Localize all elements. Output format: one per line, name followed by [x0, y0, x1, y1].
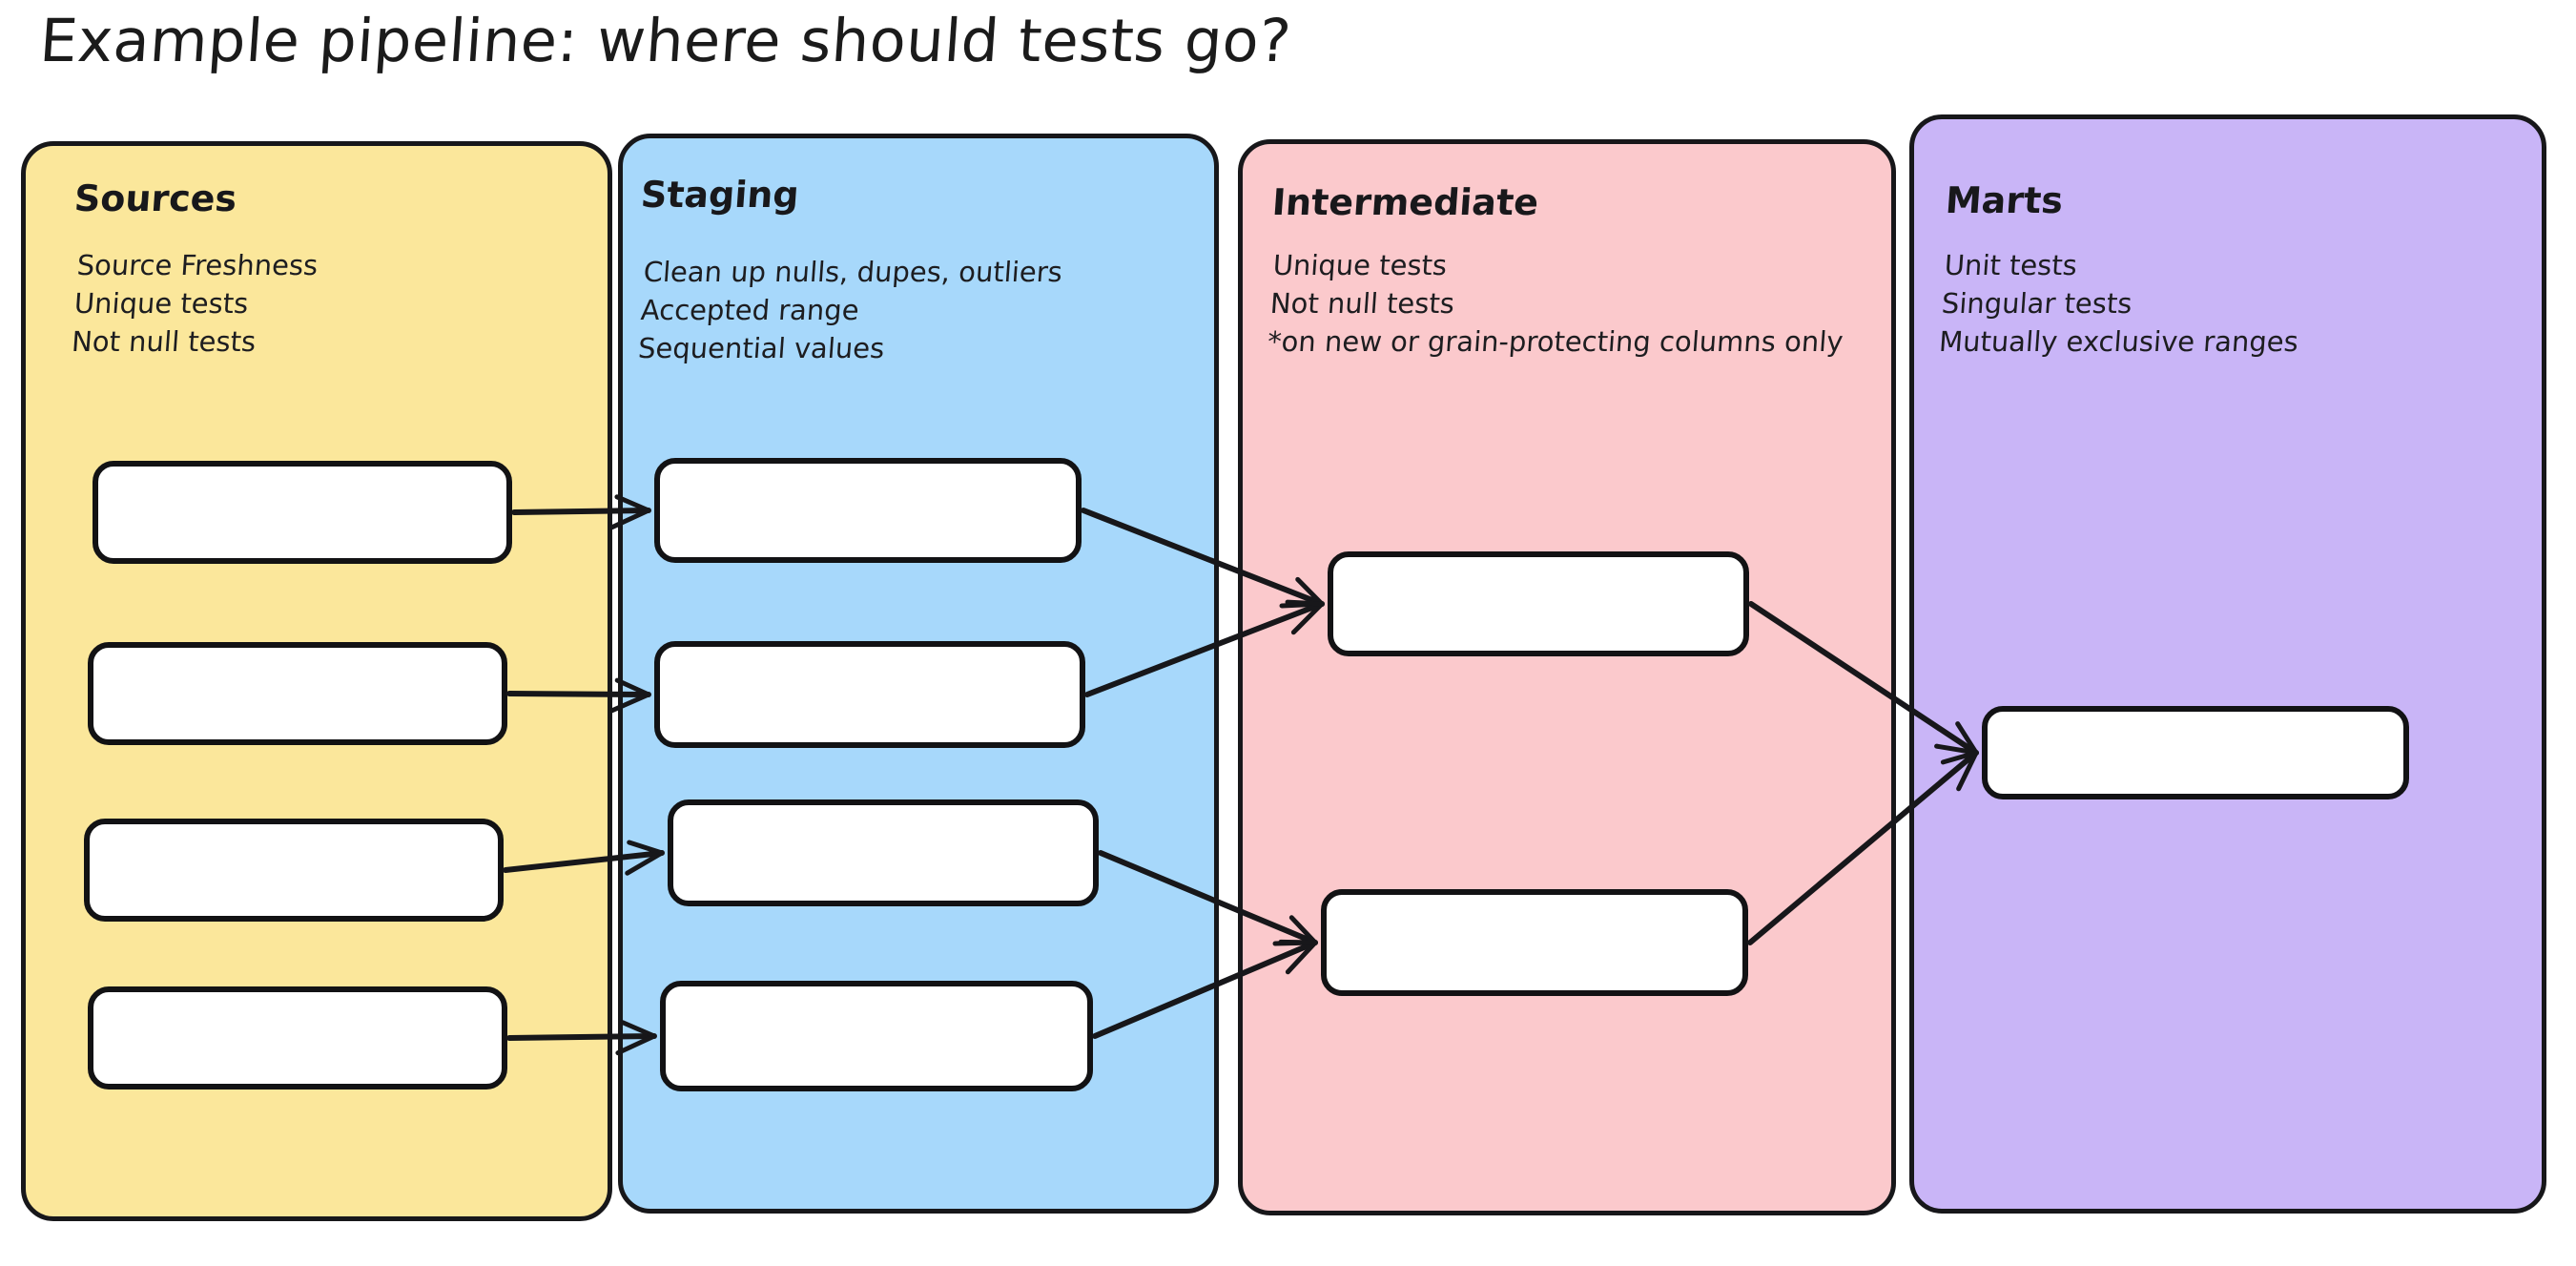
swimlane-test-line: Clean up nulls, dupes, outliers	[642, 256, 1064, 288]
swimlane-test-line: Singular tests	[1940, 287, 2133, 320]
swimlane-test-line: Accepted range	[639, 294, 860, 326]
swimlane-title-sources: Sources	[72, 177, 238, 219]
swimlane-title-marts: Marts	[1944, 179, 2065, 221]
model-node[interactable]	[654, 641, 1085, 748]
swimlane-test-line: *on new or grain-protecting columns only	[1267, 325, 1844, 358]
model-node[interactable]	[668, 799, 1099, 906]
swimlane-marts[interactable]	[1909, 114, 2546, 1214]
model-node[interactable]	[88, 986, 507, 1090]
model-node[interactable]	[654, 458, 1082, 563]
swimlane-test-line: Unique tests	[1271, 249, 1449, 281]
swimlane-title-staging: Staging	[639, 174, 801, 216]
model-node[interactable]	[1321, 889, 1748, 996]
model-node[interactable]	[93, 461, 512, 564]
model-node[interactable]	[1982, 706, 2409, 799]
swimlane-test-line: Source Freshness	[75, 249, 319, 281]
model-node[interactable]	[84, 819, 504, 922]
swimlane-test-line: Unit tests	[1943, 249, 2079, 281]
swimlane-test-line: Not null tests	[1268, 287, 1456, 320]
page-title: Example pipeline: where should tests go?	[37, 6, 1294, 75]
model-node[interactable]	[660, 981, 1093, 1091]
swimlane-test-line: Sequential values	[637, 332, 886, 364]
swimlane-test-line: Unique tests	[72, 287, 250, 320]
model-node[interactable]	[1328, 551, 1749, 656]
swimlane-test-line: Not null tests	[71, 325, 258, 358]
swimlane-test-line: Mutually exclusive ranges	[1938, 325, 2300, 358]
model-node[interactable]	[88, 642, 507, 745]
swimlane-title-intermediate: Intermediate	[1270, 181, 1540, 223]
